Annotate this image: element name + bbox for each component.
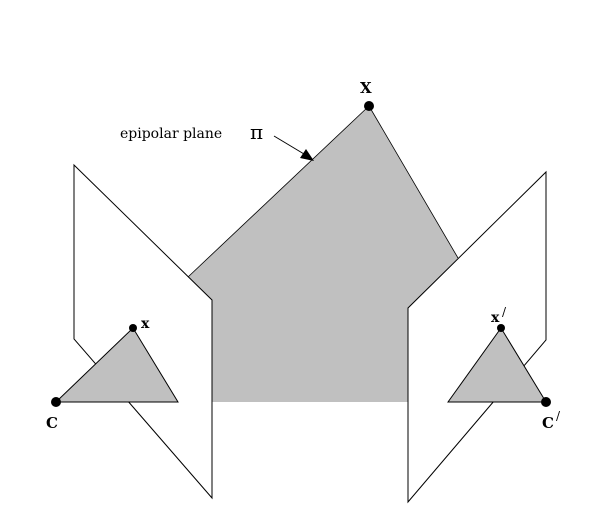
camera-C-prime-mark: / (556, 409, 561, 423)
left-triangle (54, 327, 179, 403)
ray-C-X (187, 105, 370, 278)
point-x-prime-mark: / (502, 305, 507, 319)
pi-arrow-head (300, 149, 314, 161)
pi-arrow-shaft (273, 135, 305, 155)
epipolar-plane-label: epipolar plane (120, 126, 222, 142)
left-image-plane (73, 163, 213, 500)
point-x-prime-marker (497, 324, 505, 332)
point-x-label: x (141, 316, 150, 332)
camera-C-prime-label: C (542, 414, 554, 432)
camera-C-marker (51, 397, 61, 407)
camera-C-prime-marker (541, 397, 551, 407)
point-X-label: X (360, 79, 372, 97)
camera-C-label: C (46, 414, 58, 432)
right-triangle (447, 327, 547, 403)
point-x-prime-label: x (491, 310, 500, 326)
epipolar-plane (188, 106, 458, 402)
point-X-marker (364, 101, 374, 111)
ray-Cprime-X (368, 105, 459, 259)
point-x-marker (129, 324, 137, 332)
pi-label: π (250, 120, 263, 144)
right-image-plane (407, 170, 547, 504)
